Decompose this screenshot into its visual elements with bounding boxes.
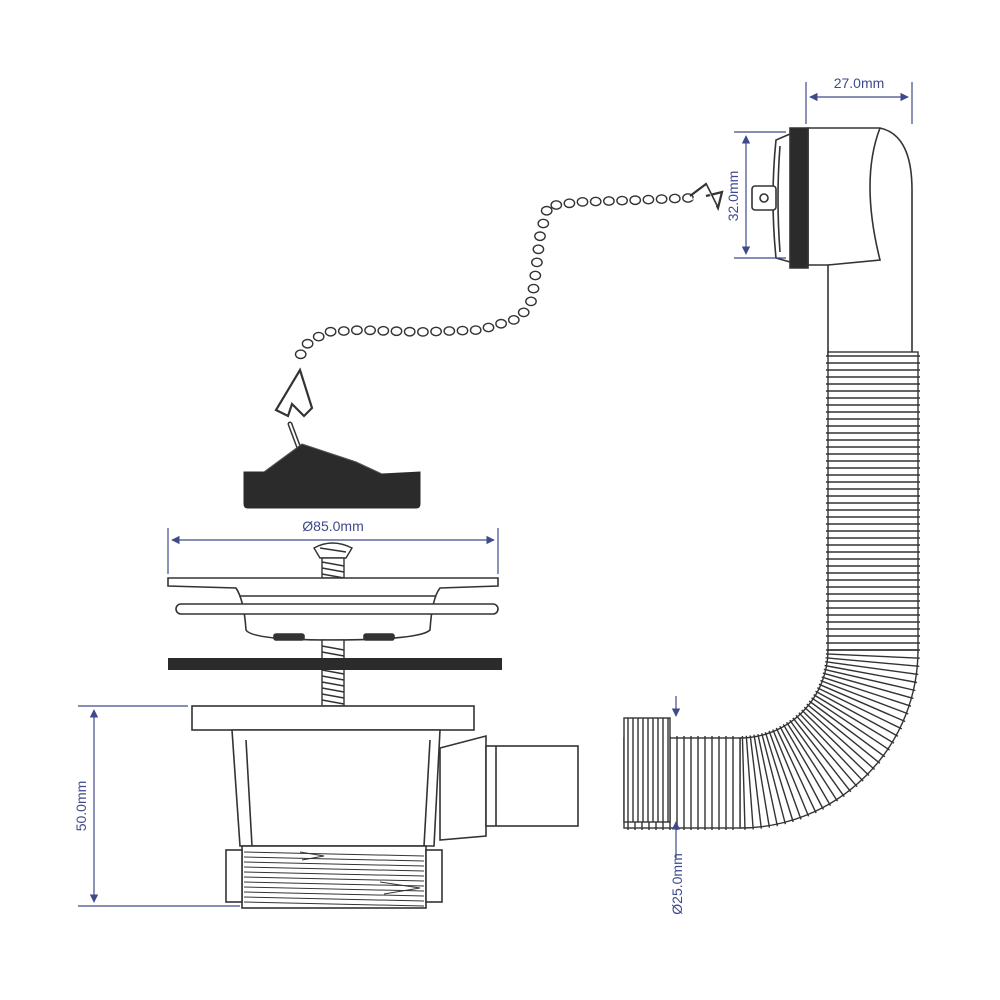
hose-rib [782, 723, 832, 806]
dim-hose-diameter: Ø25.0mm [669, 853, 685, 914]
hose-rib [821, 676, 912, 707]
hose-rib [764, 731, 794, 823]
hose-rib [749, 735, 762, 829]
hose-rib [795, 714, 858, 788]
chain-bead [534, 231, 546, 242]
chain-bead [616, 195, 628, 206]
hose-rib [825, 661, 919, 676]
chain-bead [377, 325, 390, 336]
chain-bead [655, 194, 668, 205]
ball-chain [294, 193, 694, 360]
chain-bead [364, 325, 376, 336]
hose-rib [786, 721, 839, 802]
dimension-lines [78, 82, 913, 907]
chain-bead [668, 193, 681, 204]
chain-bead [603, 196, 615, 206]
threaded-rod [321, 639, 345, 707]
dim-strainer-diameter: Ø85.0mm [302, 518, 363, 534]
chain-bead [403, 326, 416, 337]
hose-rib [808, 700, 886, 758]
chain-bead [537, 218, 550, 229]
chain-bead [576, 196, 589, 207]
chain-bead [507, 314, 520, 325]
chain-bead [301, 338, 314, 349]
dim-overflow-width: 27.0mm [834, 75, 885, 91]
screw [313, 542, 353, 579]
chain-bead [527, 283, 540, 294]
chain-bead [540, 205, 553, 216]
rubber-plug [243, 443, 421, 509]
chain-bead [529, 270, 542, 281]
chain-bead [525, 296, 537, 307]
hose-rib [789, 719, 845, 798]
hose-rib [768, 730, 802, 820]
chain-clip-top [689, 182, 724, 212]
hose-rib [772, 729, 810, 817]
chain-bead [456, 325, 469, 336]
hose-rib [822, 672, 914, 700]
hose-rib [806, 703, 881, 764]
overflow-head [751, 127, 913, 356]
chain-bead [550, 200, 563, 210]
chain-bead [532, 244, 545, 255]
hose-rib [753, 734, 771, 828]
chain-bead [589, 196, 602, 207]
chain-bead [324, 326, 337, 337]
chain-bead [629, 195, 642, 206]
sealing-gasket [168, 658, 502, 670]
hose-rib [824, 664, 918, 684]
hose-rib [823, 668, 916, 692]
dim-overflow-height: 32.0mm [725, 171, 741, 222]
chain-bead [416, 326, 429, 337]
drain-threads [243, 851, 425, 907]
hose-rib [815, 690, 899, 737]
chain-bead [642, 194, 655, 205]
hose-rib [801, 709, 870, 777]
hose-rib [745, 735, 754, 830]
hose-rib [825, 653, 920, 659]
hose-rib [803, 706, 876, 771]
chain-bead [430, 326, 442, 337]
chain-bead [482, 322, 495, 333]
hose-rib [741, 735, 746, 830]
chain-bead [294, 349, 307, 360]
hose-rib [816, 687, 903, 730]
hose-rib [775, 727, 817, 814]
hose-rib [820, 679, 909, 715]
chain-bead [390, 326, 403, 337]
hose-rib [798, 712, 864, 782]
chain-bead [517, 307, 530, 318]
hose-rib [811, 697, 890, 751]
chain-bead [350, 325, 363, 336]
hose-rib [813, 694, 895, 744]
hose-rib [792, 717, 852, 793]
chain-bead [495, 318, 507, 329]
strainer [167, 577, 499, 641]
hose-rib [757, 733, 779, 827]
chain-bead [531, 257, 543, 268]
chain-bead [312, 331, 325, 342]
drain-body [191, 705, 579, 909]
chain-bead [469, 325, 482, 335]
hose-rib [779, 725, 825, 810]
chain-bead [443, 326, 456, 336]
dim-body-height: 50.0mm [73, 781, 89, 832]
hose-rib [825, 657, 920, 667]
chain-clip-bottom [274, 367, 314, 418]
hose-rib [818, 683, 906, 723]
hose-rib [761, 733, 787, 825]
corrugated-hose [623, 351, 920, 830]
chain-bead [337, 326, 350, 336]
chain-bead [563, 198, 576, 209]
